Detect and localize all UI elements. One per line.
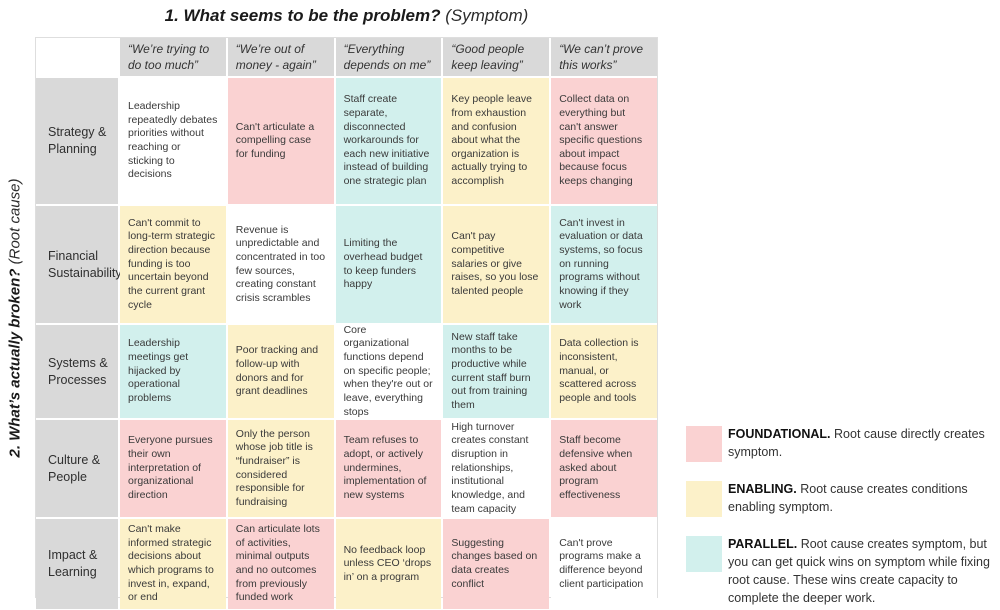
legend-term: FOUNDATIONAL. (728, 427, 831, 441)
matrix-cell: Everyone pursues their own interpretatio… (120, 420, 226, 517)
matrix-cell: Leadership meetings get hijacked by oper… (120, 325, 226, 418)
row-header: Culture & People (36, 420, 118, 517)
matrix-cell: Key people leave from exhaustion and con… (443, 78, 550, 204)
column-header: “We’re out of money - again” (227, 38, 334, 76)
matrix-cell: Staff become defensive when asked about … (551, 420, 657, 517)
matrix-cell: Poor tracking and follow-up with donors … (227, 325, 334, 418)
legend-term: PARALLEL. (728, 537, 798, 551)
matrix-cell: Staff create separate, disconnected work… (335, 78, 442, 204)
legend-item-enabling: ENABLING. Root cause creates conditions … (686, 479, 998, 517)
matrix-cell: Can't pay competitive salaries or give r… (443, 206, 550, 323)
legend-item-foundational: FOUNDATIONAL. Root cause directly create… (686, 424, 998, 462)
page-title-suffix: (Symptom) (440, 6, 529, 25)
matrix-cell: High turnover creates constant disruptio… (443, 420, 550, 517)
column-header: “Good people keep leaving” (443, 38, 550, 76)
y-axis-label-suffix: (Root cause) (6, 178, 24, 269)
matrix-cell: Core organizational functions depend on … (335, 325, 442, 418)
matrix-cell: Team refuses to adopt, or actively under… (335, 420, 442, 517)
matrix-cell: Leadership repeatedly debates priorities… (120, 78, 226, 204)
page-title: 1. What seems to be the problem? (Sympto… (35, 6, 658, 26)
matrix-cell: Suggesting changes based on data creates… (443, 519, 550, 609)
matrix-cell: Can't make informed strategic decisions … (120, 519, 226, 609)
matrix-cell: Can't prove programs make a difference b… (551, 519, 657, 609)
matrix-cell: Can't commit to long-term strategic dire… (120, 206, 226, 323)
page-title-main: 1. What seems to be the problem? (164, 6, 441, 25)
row-header: Strategy & Planning (36, 78, 118, 204)
legend-swatch-foundational (686, 426, 722, 462)
matrix-cell: Can't invest in evaluation or data syste… (551, 206, 657, 323)
legend-term: ENABLING. (728, 482, 797, 496)
column-header: “Everything depends on me” (335, 38, 442, 76)
legend-desc: Root cause creates conditions enabling s… (728, 482, 968, 515)
matrix-cell: Revenue is unpredictable and concentrate… (227, 206, 334, 323)
column-header: “We can’t prove this works” (551, 38, 657, 76)
matrix-cell: Collect data on everything but can't ans… (551, 78, 657, 204)
legend-item-parallel: PARALLEL. Root cause creates symptom, bu… (686, 534, 998, 608)
row-header: Financial Sustainability (36, 206, 122, 323)
legend-swatch-enabling (686, 481, 722, 517)
y-axis-label-main: 2. What’s actually broken? (6, 268, 24, 458)
row-header: Systems & Processes (36, 325, 118, 418)
matrix-cell: Can't articulate a compelling case for f… (227, 78, 334, 204)
matrix-cell: Can articulate lots of activities, minim… (227, 519, 334, 609)
matrix-cell: Limiting the overhead budget to keep fun… (335, 206, 442, 323)
corner-cell (36, 38, 118, 76)
matrix-cell: No feedback loop unless CEO ‘drops in’ o… (335, 519, 442, 609)
legend-text: PARALLEL. Root cause creates symptom, bu… (728, 534, 998, 608)
matrix-cell: New staff take months to be productive w… (443, 325, 550, 418)
legend-desc: Root cause creates symptom, but you can … (728, 537, 990, 606)
matrix-cell: Data collection is inconsistent, manual,… (551, 325, 657, 418)
legend-desc: Root cause directly creates symptom. (728, 427, 985, 460)
matrix-cell: Only the person whose job title is “fund… (227, 420, 334, 517)
y-axis-label: 2. What’s actually broken? (Root cause) (7, 179, 24, 458)
column-header: “We’re trying to do too much” (120, 38, 226, 76)
legend-swatch-parallel (686, 536, 722, 572)
legend-text: FOUNDATIONAL. Root cause directly create… (728, 424, 998, 461)
row-header: Impact & Learning (36, 519, 118, 609)
legend: FOUNDATIONAL. Root cause directly create… (686, 424, 998, 608)
matrix-table: “We’re trying to do too much” “We’re out… (35, 37, 658, 609)
legend-text: ENABLING. Root cause creates conditions … (728, 479, 998, 516)
